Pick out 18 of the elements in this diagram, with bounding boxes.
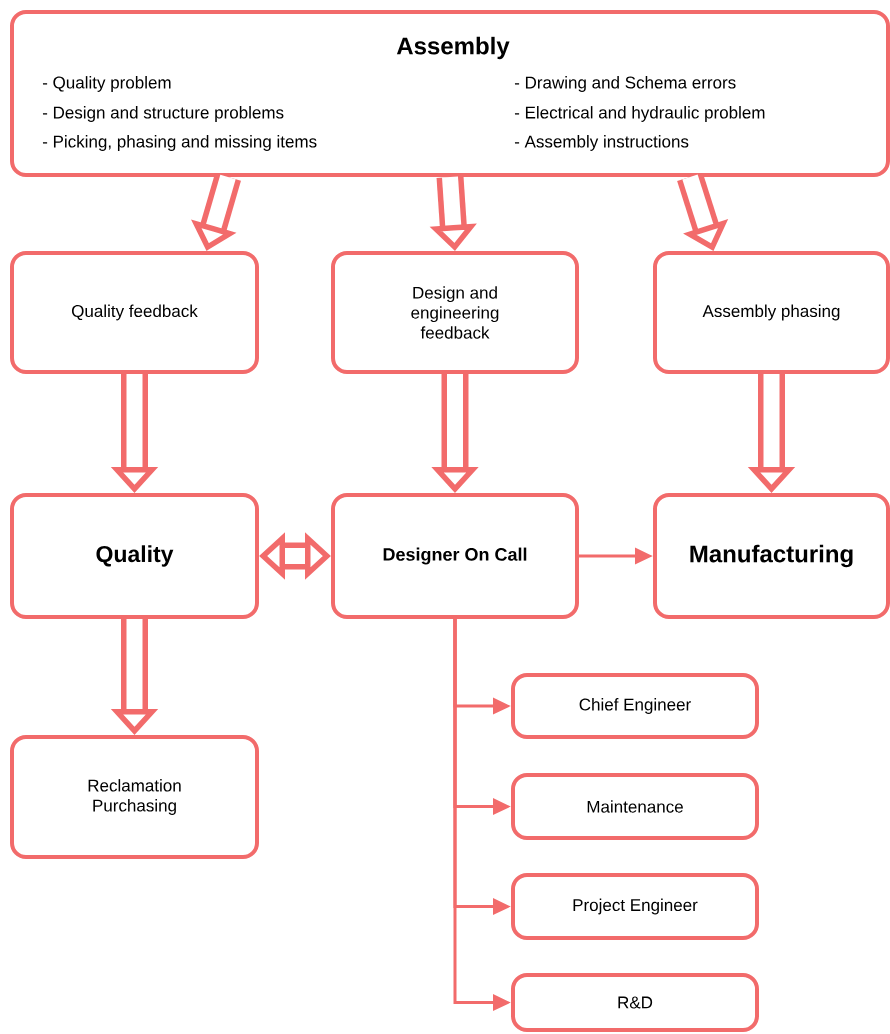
department-box: Maintenance — [511, 773, 759, 840]
department-box: Designer On Call — [331, 493, 579, 619]
bullet-item: - Drawing and Schema errors — [514, 76, 736, 92]
box-heading: Assembly — [396, 36, 510, 60]
department-box: Design and engineering feedback — [331, 251, 579, 374]
department-box: Project Engineer — [511, 873, 759, 940]
department-box: Chief Engineer — [511, 673, 759, 739]
bullet-item: - Picking, phasing and missing items — [42, 135, 317, 151]
department-box: Quality — [10, 493, 259, 619]
department-box: R&D — [511, 973, 759, 1032]
department-box: Assembly phasing — [653, 251, 890, 374]
bullet-item: - Assembly instructions — [514, 135, 689, 151]
bullet-item: - Design and structure problems — [42, 106, 284, 122]
bullet-item: - Quality problem — [42, 76, 171, 92]
department-box: Reclamation Purchasing — [10, 735, 259, 859]
department-box: Manufacturing — [653, 493, 890, 619]
bullet-item: - Electrical and hydraulic problem — [514, 106, 765, 122]
department-box: Quality feedback — [10, 251, 259, 374]
